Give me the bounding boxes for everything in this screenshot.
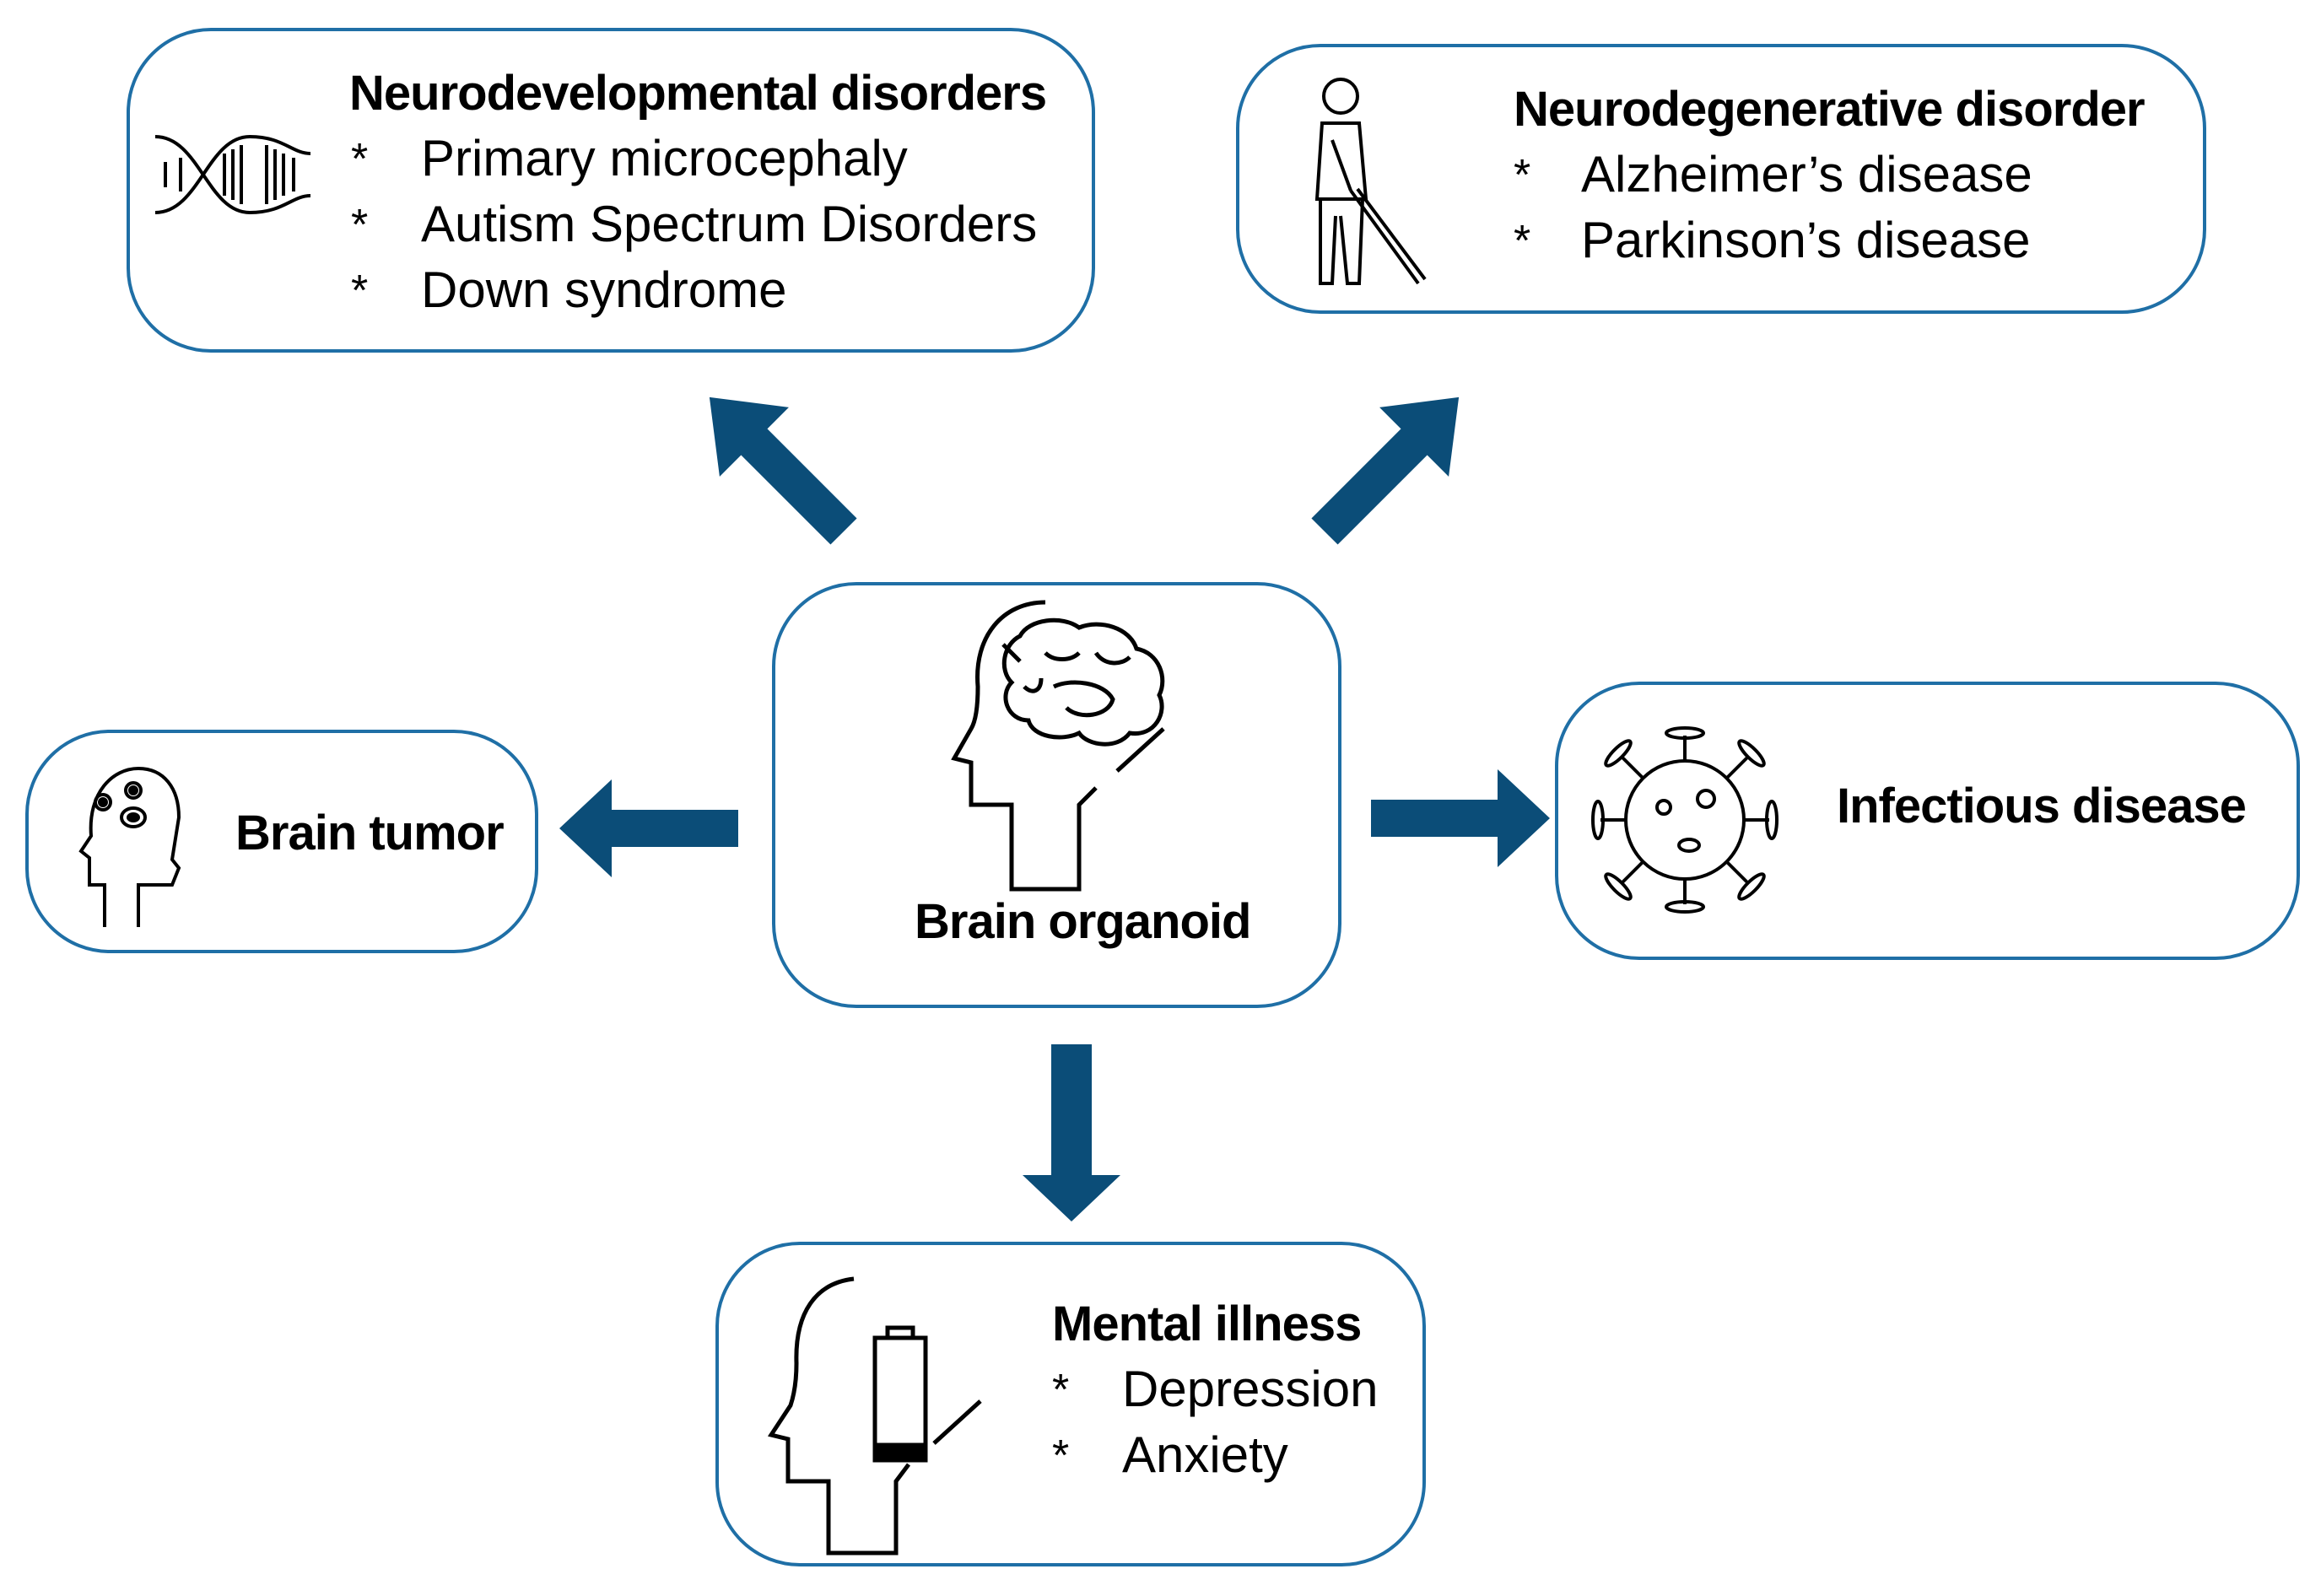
- brain-tumor-title: Brain tumor: [235, 806, 505, 860]
- bullet: *: [351, 135, 369, 184]
- infectious-disease-box: Infectious disease: [1555, 682, 2300, 960]
- bullet: *: [351, 201, 369, 250]
- list-item: Alzheimer’s disease: [1581, 146, 2032, 202]
- brain-tumor-box: Brain tumor: [25, 730, 538, 953]
- neurodegenerative-box: Neurodegenerative disorder * Alzheimer’s…: [1236, 44, 2206, 314]
- arrow-to-neurodegenerative: [1311, 396, 1460, 545]
- list-item: Anxiety: [1122, 1426, 1288, 1483]
- brain-organoid-title: Brain organoid: [915, 894, 1251, 949]
- list-item: Depression: [1122, 1361, 1379, 1417]
- head-low-battery-icon: [767, 1276, 982, 1556]
- mental-illness-box: Mental illness * Depression * Anxiety: [715, 1242, 1426, 1566]
- list-item: Parkinson’s disease: [1581, 212, 2031, 268]
- head-tumor-icon: [78, 766, 181, 927]
- virus-icon: [1591, 726, 1779, 914]
- arrow-to-mental-illness: [1023, 1044, 1120, 1221]
- infectious-disease-title: Infectious disease: [1837, 779, 2247, 833]
- brain-organoid-box: Brain organoid: [772, 582, 1341, 1008]
- arrow-to-brain-tumor: [559, 779, 738, 877]
- mental-illness-title: Mental illness: [1052, 1297, 1362, 1351]
- bullet: *: [1052, 1366, 1070, 1415]
- bullet: *: [1514, 217, 1531, 266]
- bullet: *: [351, 267, 369, 315]
- bullet: *: [1052, 1432, 1070, 1480]
- dna-icon: [154, 134, 311, 215]
- person-with-cane-icon: [1314, 78, 1427, 285]
- neurodevelopmental-title: Neurodevelopmental disorders: [349, 66, 1047, 121]
- neurodevelopmental-box: Neurodevelopmental disorders * Primary m…: [127, 28, 1095, 353]
- list-item: Down syndrome: [421, 262, 787, 318]
- arrow-to-infectious: [1371, 769, 1550, 867]
- brain-head-icon: [951, 600, 1165, 892]
- list-item: Primary microcephaly: [421, 130, 908, 186]
- bullet: *: [1514, 151, 1531, 200]
- list-item: Autism Spectrum Disorders: [421, 196, 1038, 252]
- neurodegenerative-title: Neurodegenerative disorder: [1514, 82, 2146, 137]
- arrow-to-neurodevelopmental: [709, 396, 857, 545]
